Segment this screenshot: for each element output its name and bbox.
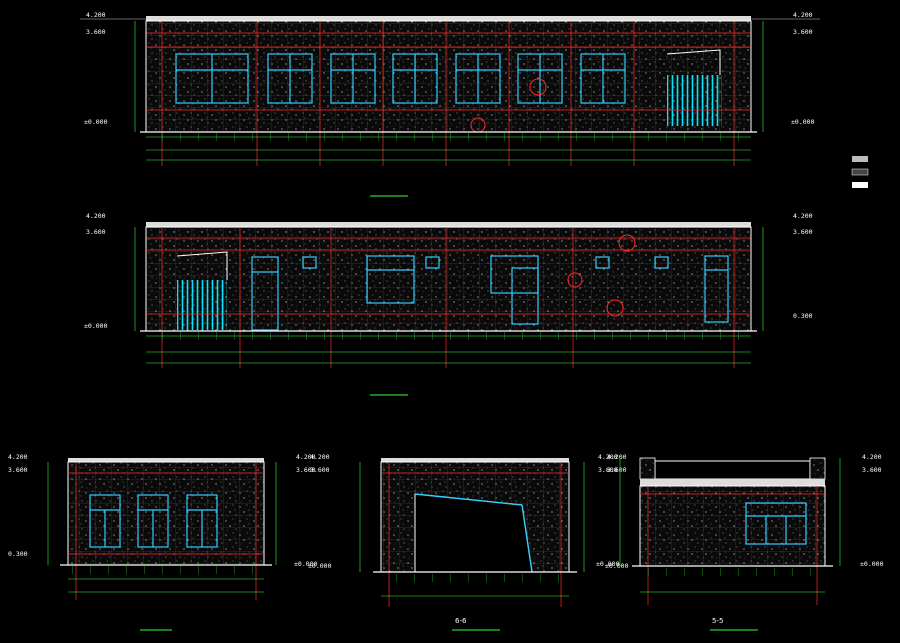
section-6-level-cornice-right: 3.600 bbox=[607, 466, 627, 474]
east-parapet bbox=[68, 458, 264, 462]
section-6-level-ground-right: ±0.000 bbox=[605, 562, 629, 570]
section-5-roof-slab bbox=[640, 479, 825, 486]
north-door bbox=[511, 267, 539, 325]
section-6-opening bbox=[414, 493, 533, 573]
north-level-top-right: 4.200 bbox=[793, 212, 813, 220]
south-entrance-grille bbox=[667, 75, 722, 126]
south-windows bbox=[175, 53, 626, 104]
section-5-level-top-left: 4.200 bbox=[598, 453, 618, 461]
south-wall-tiles bbox=[146, 21, 751, 132]
north-level-top-left: 4.200 bbox=[86, 212, 106, 220]
section-6-canopy-post bbox=[521, 504, 533, 573]
south-level-ground-left: ±0.000 bbox=[84, 118, 108, 126]
section-6-level-ground-left: ±0.000 bbox=[308, 562, 332, 570]
section-5-parapet-right bbox=[809, 457, 826, 480]
south-grid-lines bbox=[146, 21, 751, 166]
north-level-ground-left: ±0.000 bbox=[84, 322, 108, 330]
small-window bbox=[425, 256, 440, 269]
section-6-level-cornice-left: 3.600 bbox=[310, 466, 330, 474]
section-5-window bbox=[745, 502, 807, 545]
south-level-top-right: 4.200 bbox=[793, 11, 813, 19]
east-level-ground-left: 0.300 bbox=[8, 550, 28, 558]
north-window bbox=[366, 255, 415, 304]
north-grid-lines bbox=[146, 227, 751, 368]
section-6-grid-lines bbox=[381, 462, 569, 607]
section-6-level-top-left: 4.200 bbox=[310, 453, 330, 461]
section-5-title: 5-5 bbox=[712, 617, 723, 625]
small-window bbox=[302, 256, 317, 269]
legend-swatch-2 bbox=[851, 168, 869, 176]
north-entrance-canopy bbox=[176, 251, 228, 280]
north-level-cornice-left: 3.600 bbox=[86, 228, 106, 236]
section-6-title: 6-6 bbox=[455, 617, 467, 625]
section-5-parapet-left bbox=[639, 457, 656, 480]
section-5-level-ground-right: ±0.000 bbox=[860, 560, 884, 568]
east-wall-tiles bbox=[68, 462, 264, 565]
north-callout-marker bbox=[606, 299, 624, 317]
section-5-level-cornice-left: 3.600 bbox=[598, 466, 618, 474]
section-5-level-cornice-right: 3.600 bbox=[862, 466, 882, 474]
north-elevation: 4.200 3.600 ±0.000 4.200 3.600 0.300 bbox=[84, 212, 813, 396]
south-entrance-canopy bbox=[666, 49, 721, 75]
south-callout-marker bbox=[529, 78, 547, 96]
east-level-cornice-right: 3.600 bbox=[296, 466, 316, 474]
north-door bbox=[704, 255, 729, 323]
north-openings bbox=[251, 255, 729, 331]
north-callout-marker bbox=[618, 234, 636, 252]
east-level-cornice-left: 3.600 bbox=[8, 466, 28, 474]
section-5-level-ground-left: ±0.000 bbox=[596, 560, 620, 568]
section-5-level-top-right: 4.200 bbox=[862, 453, 882, 461]
legend-swatch-1 bbox=[852, 156, 868, 162]
north-level-ground-right: 0.300 bbox=[793, 312, 813, 320]
north-door bbox=[251, 256, 279, 331]
east-dim-band bbox=[68, 566, 264, 574]
north-parapet bbox=[146, 222, 751, 227]
east-level-top-right: 4.200 bbox=[296, 453, 316, 461]
south-parapet bbox=[146, 16, 751, 21]
section-5-roof-cavity bbox=[654, 460, 811, 480]
south-level-ground-right: ±0.000 bbox=[791, 118, 815, 126]
north-callout-marker bbox=[567, 272, 583, 288]
south-elevation: 4.200 3.600 ±0.000 4.200 3.600 ±0.000 bbox=[80, 11, 820, 197]
legend bbox=[851, 156, 869, 188]
section-6-level-top-right: 4.200 bbox=[607, 453, 627, 461]
east-level-ground-right: ±0.000 bbox=[294, 560, 318, 568]
section-5-5: 4.200 3.600 ±0.000 4.200 3.600 ±0.000 5-… bbox=[596, 453, 884, 631]
small-window bbox=[595, 256, 610, 269]
east-windows bbox=[89, 494, 218, 548]
section-6-parapet bbox=[381, 458, 569, 462]
east-level-top-left: 4.200 bbox=[8, 453, 28, 461]
window bbox=[745, 502, 807, 545]
south-level-top-left: 4.200 bbox=[86, 11, 106, 19]
south-level-cornice-left: 3.600 bbox=[86, 28, 106, 36]
section-6-dim-band bbox=[381, 574, 569, 582]
small-window bbox=[654, 256, 669, 269]
section-5-grid-lines bbox=[640, 486, 825, 605]
section-6-6: 4.200 3.600 ±0.000 4.200 3.600 ±0.000 6-… bbox=[308, 453, 629, 631]
section-5-dim-band bbox=[640, 568, 825, 576]
north-entrance-grille bbox=[177, 280, 227, 330]
east-grid-lines bbox=[68, 462, 264, 600]
south-level-cornice-right: 3.600 bbox=[793, 28, 813, 36]
north-level-cornice-right: 3.600 bbox=[793, 228, 813, 236]
section-6-canopy bbox=[414, 493, 523, 506]
north-wall-tiles bbox=[146, 227, 751, 331]
section-5-wall-tiles bbox=[640, 486, 825, 566]
legend-swatch-3 bbox=[852, 182, 868, 188]
east-elevation: 4.200 3.600 0.300 4.200 3.600 ±0.000 bbox=[8, 453, 318, 631]
